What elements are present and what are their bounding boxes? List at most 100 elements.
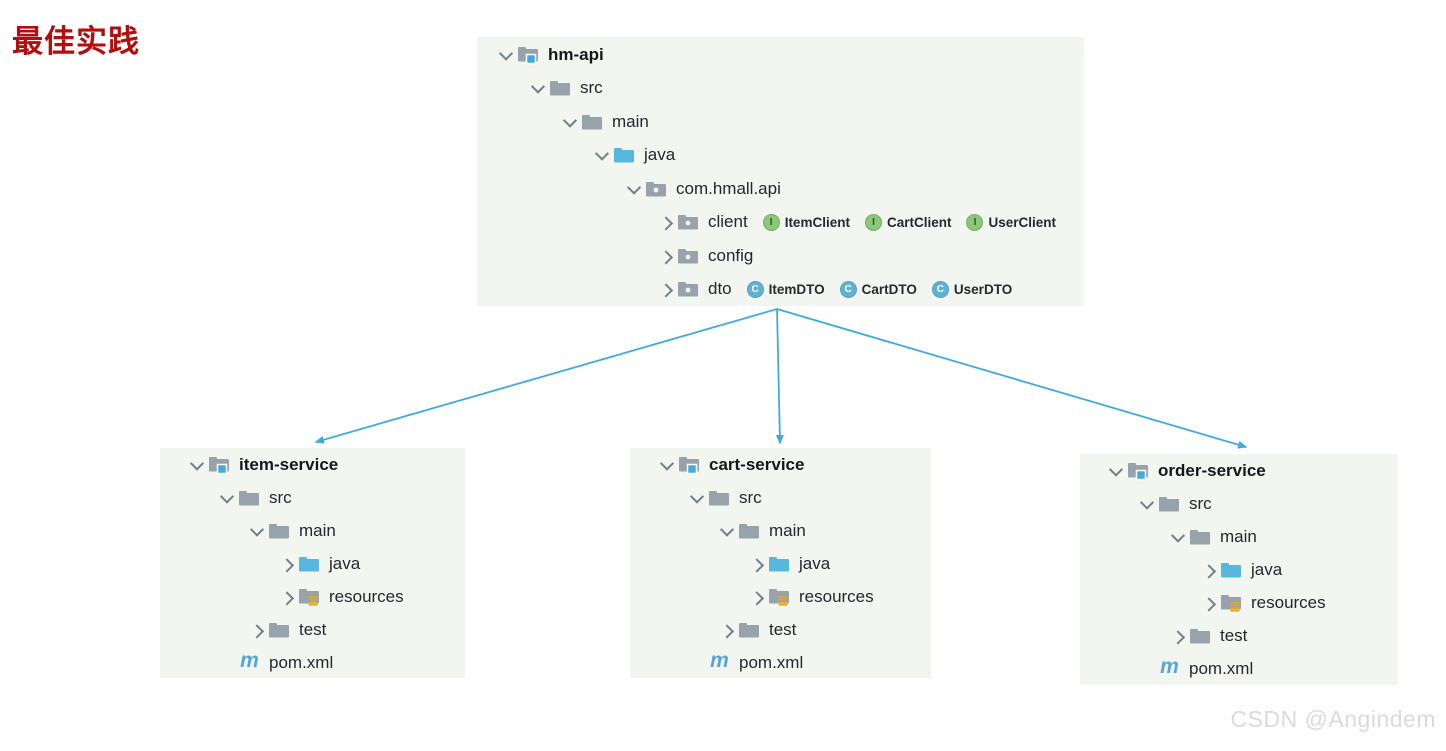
chevron-down-icon[interactable] — [559, 111, 581, 133]
folder-icon — [1158, 494, 1181, 514]
chevron-down-icon[interactable] — [246, 520, 268, 542]
tree-item-label: src — [739, 487, 762, 507]
tree-row-src[interactable]: src — [630, 481, 931, 514]
chevron-down-icon[interactable] — [495, 44, 517, 66]
module-folder-icon — [1127, 461, 1150, 481]
chevron-right-icon[interactable] — [1198, 592, 1220, 614]
tree-row-main[interactable]: main — [477, 105, 1084, 139]
tree-row-order-service[interactable]: order-service — [1080, 454, 1398, 487]
arrow-to-cart-service — [775, 308, 784, 445]
chevron-right-icon[interactable] — [746, 586, 768, 608]
chevron-right-icon[interactable] — [655, 245, 677, 267]
chevron-down-icon[interactable] — [1167, 526, 1189, 548]
chevron-right-icon[interactable] — [746, 553, 768, 575]
tree-row-test[interactable]: test — [630, 613, 931, 646]
chevron-right-icon[interactable] — [655, 211, 677, 233]
interface-icon: I — [966, 213, 984, 231]
tree-item-label: main — [1220, 526, 1257, 546]
tree-item-label: main — [769, 520, 806, 540]
tree-item-label: cart-service — [709, 454, 805, 474]
interface-icon: I — [864, 213, 882, 231]
tree-item-label: java — [329, 553, 361, 573]
tree-item-label: resources — [1251, 592, 1326, 612]
folder-icon — [738, 620, 761, 640]
tree-row-item-service[interactable]: item-service — [160, 448, 465, 481]
tree-row-src[interactable]: src — [1080, 487, 1398, 520]
tree-row-hm-api[interactable]: hm-api — [477, 38, 1084, 72]
chevron-down-icon[interactable] — [216, 487, 238, 509]
arrow-to-order-service — [776, 308, 1248, 449]
tree-item-label: test — [769, 619, 797, 639]
tree-row-java[interactable]: java — [1080, 553, 1398, 586]
tree-row-java[interactable]: java — [630, 547, 931, 580]
tree-row-java[interactable]: java — [477, 139, 1084, 173]
tree-row-resources[interactable]: resources — [1080, 586, 1398, 619]
class-icon: C — [931, 280, 949, 298]
chevron-down-icon[interactable] — [623, 178, 645, 200]
package-folder-icon — [677, 212, 700, 232]
tree-row-src[interactable]: src — [477, 72, 1084, 106]
tree-item-label: pom.xml — [1189, 658, 1254, 678]
folder-icon — [268, 620, 291, 640]
tree-row-main[interactable]: main — [630, 514, 931, 547]
chevron-down-icon[interactable] — [686, 487, 708, 509]
tree-row-pom-xml[interactable]: m pom.xml — [1080, 652, 1398, 685]
chevron-right-icon[interactable] — [716, 619, 738, 641]
tree-row-config[interactable]: config — [477, 239, 1084, 273]
tree-row-src[interactable]: src — [160, 481, 465, 514]
chevron-right-icon[interactable] — [1198, 559, 1220, 581]
sources-folder-icon — [1220, 560, 1243, 580]
tree-item-label: main — [299, 520, 336, 540]
chevron-down-icon[interactable] — [656, 454, 678, 476]
tree-item-label: test — [1220, 625, 1248, 645]
chevron-down-icon[interactable] — [591, 144, 613, 166]
badge-label: ItemClient — [784, 214, 850, 230]
tree-row-main[interactable]: main — [160, 514, 465, 547]
tree-item-label: src — [269, 487, 292, 507]
tree-item-label: pom.xml — [739, 652, 804, 672]
chevron-down-icon[interactable] — [716, 520, 738, 542]
chevron-down-icon[interactable] — [527, 77, 549, 99]
tree-row-test[interactable]: test — [1080, 619, 1398, 652]
chevron-right-icon[interactable] — [655, 278, 677, 300]
maven-icon: m — [710, 649, 729, 672]
package-folder-icon — [677, 246, 700, 266]
chevron-right-icon[interactable] — [276, 553, 298, 575]
chevron-right-icon[interactable] — [1167, 625, 1189, 647]
resources-folder-icon — [768, 587, 791, 607]
tree-row-com-hmall-api[interactable]: com.hmall.api — [477, 172, 1084, 206]
tree-row-pom-xml[interactable]: m pom.xml — [630, 646, 931, 679]
tree-item-label: test — [299, 619, 327, 639]
chevron-down-icon[interactable] — [1105, 460, 1127, 482]
tree-row-resources[interactable]: resources — [630, 580, 931, 613]
package-folder-icon — [677, 279, 700, 299]
chevron-down-icon[interactable] — [1136, 493, 1158, 515]
tree-item-label: java — [644, 145, 676, 165]
tree-row-cart-service[interactable]: cart-service — [630, 448, 931, 481]
maven-icon: m — [1160, 655, 1179, 678]
folder-icon — [549, 78, 572, 98]
chevron-right-icon[interactable] — [276, 586, 298, 608]
chevron-right-icon[interactable] — [246, 619, 268, 641]
module-folder-icon — [678, 455, 701, 475]
page-title: 最佳实践 — [12, 24, 140, 59]
tree-row-resources[interactable]: resources — [160, 580, 465, 613]
tree-row-test[interactable]: test — [160, 613, 465, 646]
chevron-spacer — [1136, 658, 1158, 680]
badge-label: UserClient — [988, 214, 1056, 230]
tree-row-main[interactable]: main — [1080, 520, 1398, 553]
chevron-down-icon[interactable] — [186, 454, 208, 476]
module-folder-icon — [208, 455, 231, 475]
folder-icon — [738, 521, 761, 541]
folder-icon — [1189, 626, 1212, 646]
chevron-spacer — [686, 652, 708, 674]
maven-icon: m — [240, 649, 259, 672]
tree-row-java[interactable]: java — [160, 547, 465, 580]
